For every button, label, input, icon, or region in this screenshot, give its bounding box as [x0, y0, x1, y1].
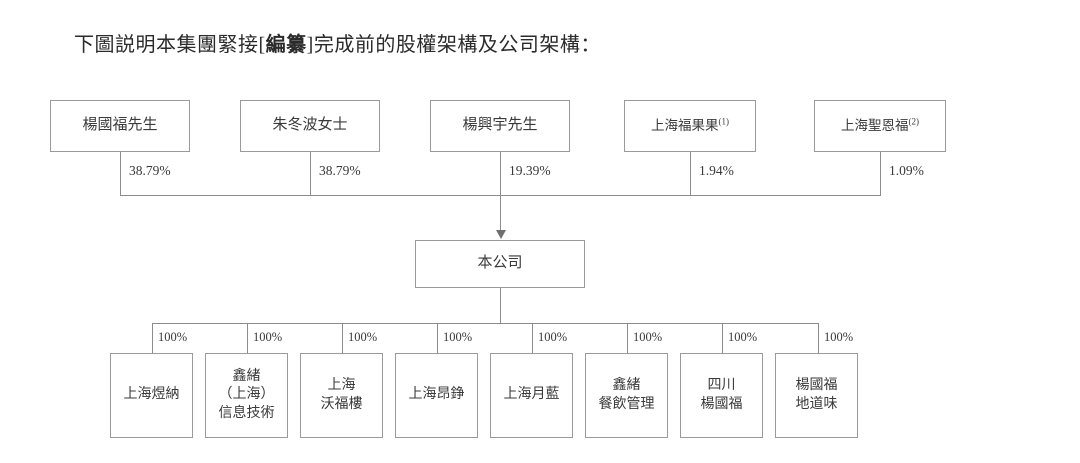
company-label: 本公司 [477, 255, 523, 272]
ownership-percent-3: 19.39% [509, 163, 551, 178]
subsidiary-percent-7: 100% [728, 330, 758, 344]
shareholder-footnote-4: (1) [718, 116, 730, 127]
company-box: 本公司 [415, 240, 585, 288]
connector-subsidiary-7 [722, 323, 723, 353]
shareholder-label-2: 朱冬波女士 [272, 117, 348, 134]
subsidiary-box-2: 鑫緒 （上海） 信息技術 [205, 353, 288, 438]
subsidiary-box-7: 四川 楊國福 [680, 353, 763, 438]
ownership-percent-5: 1.09% [889, 163, 924, 178]
subsidiary-percent-1: 100% [158, 330, 188, 344]
shareholder-box-2: 朱冬波女士 [240, 100, 380, 152]
shareholder-label-1: 楊國福先生 [82, 117, 158, 134]
subsidiary-label-3: 上海 沃福樓 [320, 378, 363, 412]
ownership-percent-2: 38.79% [319, 163, 361, 178]
shareholder-label-4: 上海福果果 [651, 118, 719, 134]
connector-bus-to-company [500, 195, 501, 231]
page-title-suffix: ]完成前的股權架構及公司架構： [306, 34, 601, 56]
subsidiary-label-1: 上海煜納 [123, 387, 180, 403]
shareholder-box-3: 楊興宇先生 [430, 100, 570, 152]
subsidiary-percent-5: 100% [538, 330, 568, 344]
shareholder-footnote-5: (2) [908, 116, 920, 127]
connector-shareholder-4 [690, 152, 691, 195]
subsidiary-box-1: 上海煜納 [110, 353, 193, 438]
page-title-prefix: 下圖説明本集團緊接[ [74, 34, 266, 56]
subsidiary-label-7: 四川 楊國福 [700, 378, 743, 412]
connector-subsidiary-6 [627, 323, 628, 353]
connector-shareholder-3 [500, 152, 501, 195]
connector-subsidiary-4 [437, 323, 438, 353]
connector-shareholder-5 [880, 152, 881, 195]
shareholder-label-3: 楊興宇先生 [462, 117, 538, 134]
subsidiary-bus-line [152, 323, 819, 324]
subsidiary-percent-3: 100% [348, 330, 378, 344]
subsidiary-percent-6: 100% [633, 330, 663, 344]
ownership-percent-4: 1.94% [699, 163, 734, 178]
connector-subsidiary-5 [532, 323, 533, 353]
connector-company-to-subsidiaries [500, 288, 501, 323]
shareholder-box-1: 楊國福先生 [50, 100, 190, 152]
shareholder-label-5: 上海聖恩福 [841, 118, 909, 134]
subsidiary-label-6: 鑫緒 餐飲管理 [598, 378, 655, 412]
subsidiary-box-8: 楊國福 地道味 [775, 353, 858, 438]
connector-subsidiary-2 [247, 323, 248, 353]
subsidiary-percent-4: 100% [443, 330, 473, 344]
subsidiary-label-2: 鑫緒 （上海） 信息技術 [218, 368, 275, 421]
subsidiary-label-8: 楊國福 地道味 [795, 378, 838, 412]
connector-shareholder-2 [310, 152, 311, 195]
connector-subsidiary-1 [152, 323, 153, 353]
page-title: 下圖説明本集團緊接[編纂]完成前的股權架構及公司架構： [74, 28, 601, 57]
subsidiary-box-5: 上海月藍 [490, 353, 573, 438]
connector-shareholder-1 [120, 152, 121, 195]
subsidiary-percent-2: 100% [253, 330, 283, 344]
connector-subsidiary-3 [342, 323, 343, 353]
connector-subsidiary-8 [818, 323, 819, 353]
subsidiary-percent-8: 100% [824, 330, 854, 344]
subsidiary-box-4: 上海昂錚 [395, 353, 478, 438]
page-title-bold-term: 編纂 [265, 34, 307, 56]
shareholder-box-4: 上海福果果(1) [624, 100, 756, 152]
arrow-head-to-company [496, 230, 506, 239]
subsidiary-label-4: 上海昂錚 [408, 387, 465, 403]
ownership-percent-1: 38.79% [129, 163, 171, 178]
subsidiary-box-3: 上海 沃福樓 [300, 353, 383, 438]
subsidiary-label-5: 上海月藍 [503, 387, 560, 403]
subsidiary-box-6: 鑫緒 餐飲管理 [585, 353, 668, 438]
shareholder-box-5: 上海聖恩福(2) [814, 100, 946, 152]
